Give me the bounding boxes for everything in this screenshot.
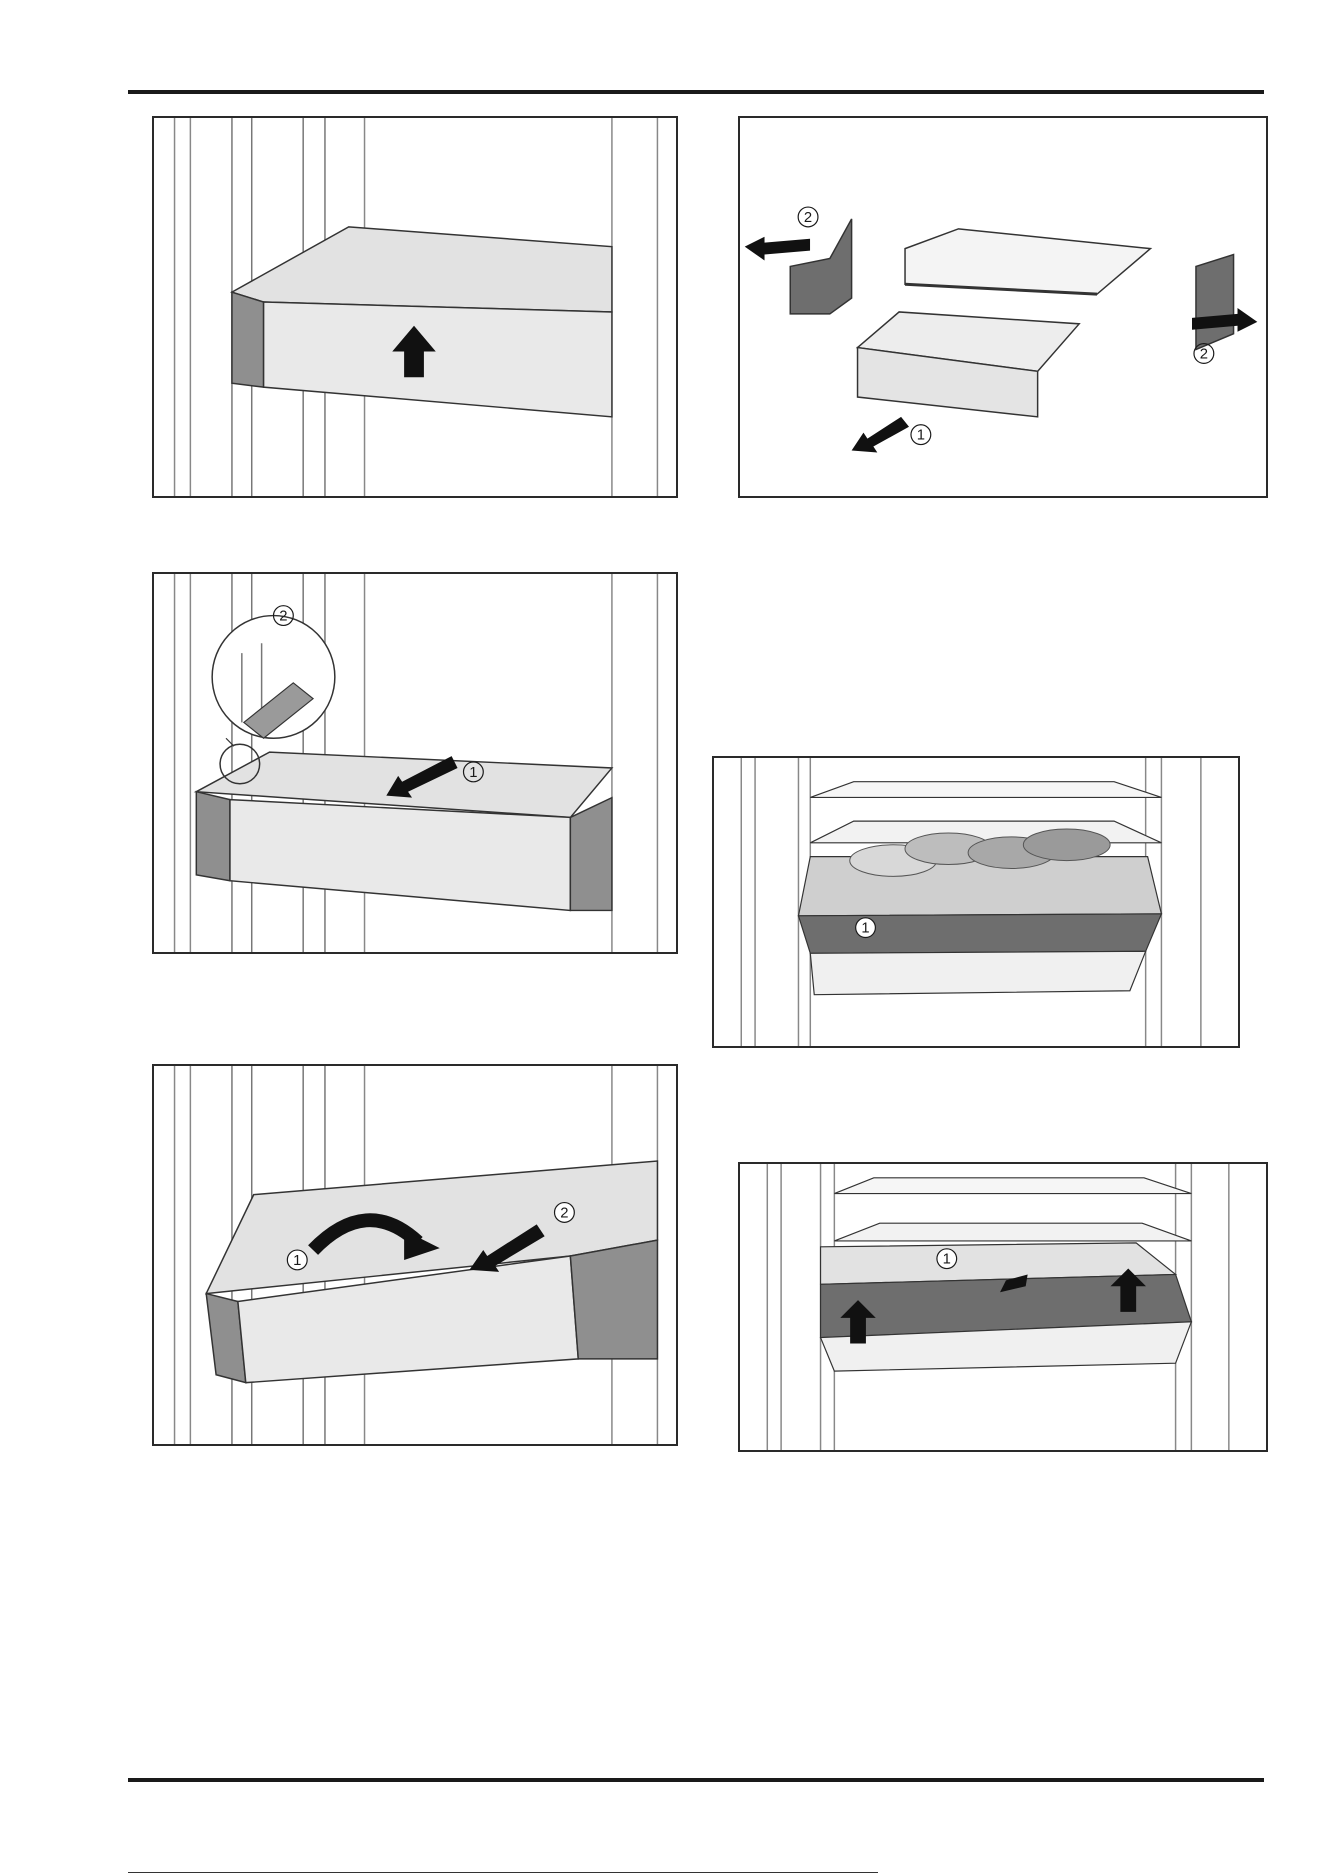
shelf-lift-illustration: 1 xyxy=(740,1164,1266,1450)
bottle-shelf-illustration: 1 xyxy=(714,758,1238,1046)
callout-label: 1 xyxy=(917,428,925,444)
callout-label: 2 xyxy=(1200,346,1208,362)
drawer-insert-illustration: 1 2 xyxy=(154,1066,676,1444)
drawer-lift-illustration xyxy=(154,118,676,496)
callout-label: 2 xyxy=(804,210,812,226)
drawer-exploded-illustration: 2 1 2 xyxy=(740,118,1266,496)
down-left-arrow-icon-1 xyxy=(852,417,909,453)
figure-drawer-insert: 1 2 xyxy=(152,1064,678,1446)
callout-label: 1 xyxy=(861,921,869,937)
header-rule xyxy=(128,90,1264,94)
figure-drawer-lift xyxy=(152,116,678,498)
callout-label: 1 xyxy=(293,1253,301,1269)
callout-label: 2 xyxy=(279,609,287,625)
callout-label: 2 xyxy=(560,1205,568,1221)
figure-drawer-exploded: 2 1 2 xyxy=(738,116,1268,498)
drawer-pull-out-illustration: 2 1 xyxy=(154,574,676,952)
figure-drawer-pull-out: 2 1 xyxy=(152,572,678,954)
left-arrow-icon-2 xyxy=(745,237,810,261)
figure-bottle-shelf: 1 xyxy=(712,756,1240,1048)
callout-label: 1 xyxy=(469,765,477,781)
callout-label: 1 xyxy=(943,1252,951,1268)
figure-shelf-lift: 1 xyxy=(738,1162,1268,1452)
footer-rule xyxy=(128,1778,1264,1782)
